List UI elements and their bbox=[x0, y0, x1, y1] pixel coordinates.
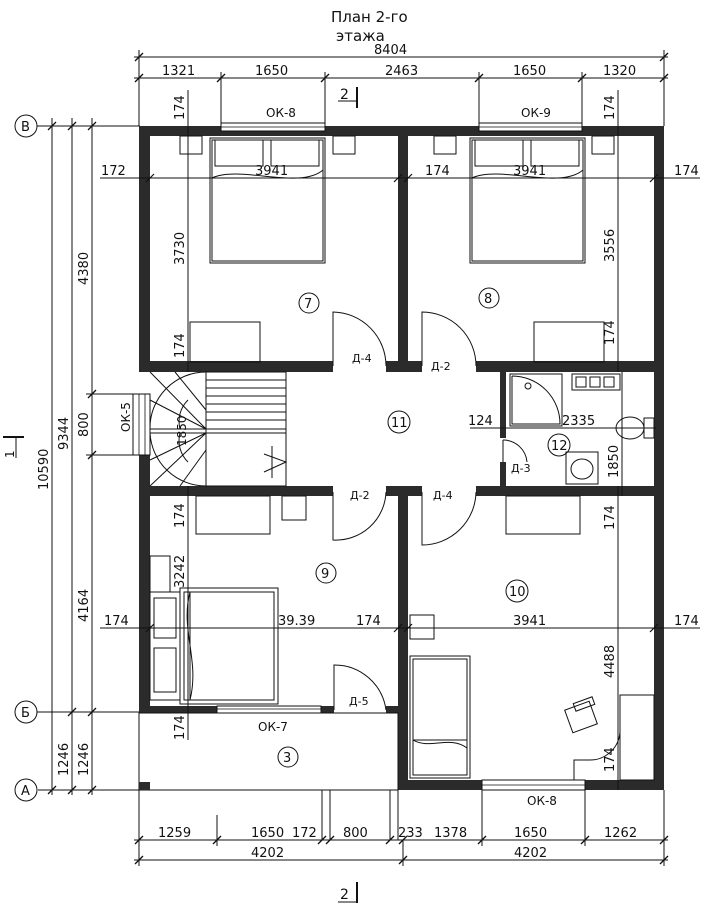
dim-wall-left-top: 172 bbox=[101, 164, 126, 179]
window-label-ok5: ОК-5 bbox=[119, 402, 133, 432]
dim-room9-width: 39.39 bbox=[278, 614, 315, 629]
window-label-ok8-top: ОК-8 bbox=[266, 106, 296, 120]
dim-room8-height: 3556 bbox=[603, 229, 618, 262]
dim-room8-width: 3941 bbox=[513, 164, 546, 179]
dim-left-upper: 4380 bbox=[77, 252, 92, 285]
room-number-10: 10 bbox=[509, 585, 526, 600]
dim-stair: 1850 bbox=[175, 415, 189, 446]
axis-markers: В Б А bbox=[14, 114, 62, 802]
dim-bottom-seg-1: 1259 bbox=[158, 826, 191, 841]
dim-wall-left-mid: 174 bbox=[104, 614, 129, 629]
dim-bottom-seg-6: 1378 bbox=[434, 826, 467, 841]
dim-wall-10-bottom: 174 bbox=[603, 747, 618, 772]
section-mark-bottom-label: 2 bbox=[340, 887, 349, 903]
room-number-3: 3 bbox=[283, 751, 291, 766]
room-number-9: 9 bbox=[321, 567, 329, 582]
dim-top-seg-3: 2463 bbox=[385, 64, 418, 79]
room-number-7: 7 bbox=[304, 297, 312, 312]
room-number-8: 8 bbox=[484, 292, 492, 307]
dim-bottom-seg-8: 1262 bbox=[604, 826, 637, 841]
dim-bottom-seg-4: 800 bbox=[343, 826, 368, 841]
dim-top-seg-2: 1650 bbox=[255, 64, 288, 79]
window-label-ok8-bottom: ОК-8 bbox=[527, 794, 557, 808]
room-number-11: 11 bbox=[391, 416, 408, 431]
interior-walls bbox=[138, 136, 654, 840]
dim-bath-offset: 124 bbox=[468, 414, 493, 429]
dim-bath-width: 2335 bbox=[562, 414, 595, 429]
dim-wall-mid-top: 174 bbox=[425, 164, 450, 179]
dim-left-opening: 800 bbox=[77, 412, 92, 437]
stairs: 1850 bbox=[149, 371, 288, 487]
left-dimensions: 10590 9344 4380 800 4164 1246 1246 bbox=[37, 118, 140, 795]
room-bubble-9 bbox=[315, 562, 337, 584]
dim-top-seg-1: 1321 bbox=[162, 64, 195, 79]
room-bubble-12 bbox=[547, 433, 571, 457]
dim-left-bottom2: 1246 bbox=[77, 743, 92, 776]
section-mark-top-label: 2 bbox=[340, 87, 349, 103]
dim-wall-10-top: 174 bbox=[603, 505, 618, 530]
door-label-d5: Д-5 bbox=[349, 695, 369, 708]
section-mark-left-label: 1 bbox=[3, 450, 17, 458]
dim-bottom-total-right: 4202 bbox=[514, 846, 547, 861]
dim-wall-top-7: 174 bbox=[173, 95, 188, 120]
interior-dimensions: 172 3941 174 3941 174 174 3730 174 174 3… bbox=[100, 90, 700, 790]
section-mark-top: 2 bbox=[338, 87, 358, 108]
dim-left-mid: 9344 bbox=[57, 417, 72, 450]
dim-room7-height: 3730 bbox=[173, 232, 188, 265]
dim-top-total: 8404 bbox=[374, 43, 407, 58]
doors: Д-4 Д-2 Д-2 Д-4 Д-5 Д-3 bbox=[332, 311, 531, 711]
door-label-d2-upper: Д-2 bbox=[431, 360, 451, 373]
window-label-ok7: ОК-7 bbox=[258, 720, 288, 734]
dim-wall-8-bottom: 174 bbox=[603, 320, 618, 345]
door-label-d4-upper: Д-4 bbox=[352, 352, 372, 365]
dim-room9-height: 3242 bbox=[173, 555, 188, 588]
dim-left-lower: 4164 bbox=[77, 589, 92, 622]
axis-bubble-a bbox=[14, 778, 38, 802]
room-bubble-3 bbox=[277, 746, 299, 768]
room-bubble-8 bbox=[478, 287, 500, 309]
title-line1: План 2-го bbox=[331, 8, 408, 26]
dim-left-bottom1: 1246 bbox=[57, 743, 72, 776]
door-label-d3: Д-3 bbox=[511, 462, 531, 475]
dim-wall-top-8: 174 bbox=[603, 95, 618, 120]
dim-bottom-seg-3: 172 bbox=[292, 826, 317, 841]
room-bubble-11 bbox=[387, 410, 411, 434]
axis-label-a: А bbox=[21, 784, 30, 799]
windows: ОК-8 ОК-9 ОК-5 ОК-7 ОК-8 bbox=[119, 106, 586, 808]
dim-wall-mid-mid: 174 bbox=[356, 614, 381, 629]
dim-wall-right-top: 174 bbox=[674, 164, 699, 179]
axis-label-v: В bbox=[21, 120, 30, 135]
door-label-d4-lower: Д-4 bbox=[433, 489, 453, 502]
dim-wall-9-top: 174 bbox=[173, 503, 188, 528]
dim-wall-7-bottom: 174 bbox=[173, 333, 188, 358]
room-bubble-10 bbox=[505, 579, 529, 603]
dim-wall-9-bottom: 174 bbox=[173, 715, 188, 740]
top-dimensions: 8404 1321 1650 2463 1650 1320 bbox=[134, 43, 669, 126]
dim-wall-right-mid: 174 bbox=[674, 614, 699, 629]
room-numbers: 7 8 11 12 9 10 3 bbox=[277, 287, 571, 768]
dim-room7-width: 3941 bbox=[255, 164, 288, 179]
title-line2: этажа bbox=[336, 27, 385, 45]
dim-room10-width: 3941 bbox=[513, 614, 546, 629]
door-label-d2-lower: Д-2 bbox=[350, 489, 370, 502]
dim-top-seg-4: 1650 bbox=[513, 64, 546, 79]
section-mark-left: 1 bbox=[3, 436, 24, 458]
dim-bottom-seg-7: 1650 bbox=[514, 826, 547, 841]
dim-left-overall: 10590 bbox=[37, 449, 52, 490]
dim-bottom-seg-5: 233 bbox=[398, 826, 423, 841]
section-mark-bottom: 2 bbox=[338, 882, 358, 903]
axis-label-b: Б bbox=[21, 706, 30, 721]
room-number-12: 12 bbox=[551, 439, 568, 454]
dim-top-seg-5: 1320 bbox=[603, 64, 636, 79]
room-bubble-7 bbox=[298, 292, 320, 314]
dim-bottom-seg-2: 1650 bbox=[251, 826, 284, 841]
furniture bbox=[149, 135, 655, 781]
bottom-dimensions: 1259 1650 172 800 233 1378 1650 1262 420… bbox=[134, 790, 669, 866]
dim-bottom-total-left: 4202 bbox=[251, 846, 284, 861]
dim-bath-height: 1850 bbox=[607, 445, 622, 478]
window-label-ok9: ОК-9 bbox=[521, 106, 551, 120]
dim-room10-height: 4488 bbox=[603, 645, 618, 678]
